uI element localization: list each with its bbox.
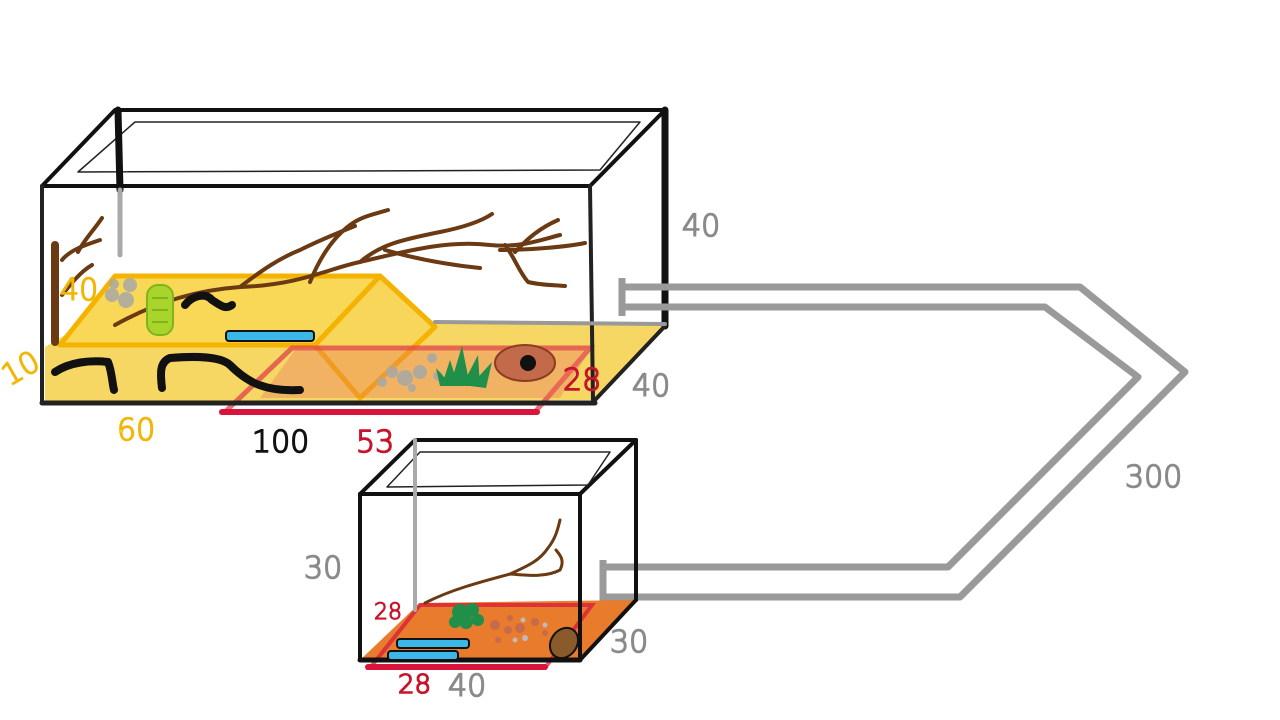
hide-cave-entrance — [520, 355, 536, 371]
small-tank-gray-pebbles — [512, 617, 548, 643]
large-tank-height-label: 40 — [682, 209, 720, 244]
red-platform-depth-label: 28 — [563, 363, 601, 398]
small-tank-width-label: 40 — [448, 669, 486, 704]
large-tank-width-label: 100 — [252, 425, 309, 460]
yellow-platform-ramp — [312, 273, 438, 401]
small-tank-branch — [423, 518, 564, 605]
water-bowl-small-2 — [387, 650, 459, 661]
yellow-platform-depth-label: 40 — [60, 273, 98, 308]
red-platform-width-label: 53 — [356, 425, 394, 460]
tube-length-label: 300 — [1125, 460, 1182, 495]
water-bowl-small-1 — [396, 638, 470, 649]
large-tank-depth-label: 40 — [632, 369, 670, 404]
small-red-width-label: 28 — [398, 670, 431, 700]
green-cork-texture — [152, 297, 168, 323]
large-tank — [39, 106, 669, 415]
small-tank-depth-label: 30 — [610, 625, 648, 660]
plant-large — [436, 346, 492, 388]
small-tank — [357, 438, 638, 670]
water-bowl-large — [225, 330, 315, 342]
yellow-platform-height-label: 10 — [0, 344, 46, 393]
small-tank-height-label: 30 — [304, 551, 342, 586]
small-red-depth-label: 28 — [374, 600, 402, 625]
pebbles-large-left — [105, 278, 137, 308]
large-tank-roots — [51, 291, 304, 395]
small-tank-pebbles — [490, 615, 548, 643]
small-tank-hide — [548, 626, 580, 660]
yellow-platform-width-label: 60 — [117, 413, 155, 448]
connector-tube — [599, 278, 1189, 605]
small-tank-moss — [449, 603, 484, 629]
